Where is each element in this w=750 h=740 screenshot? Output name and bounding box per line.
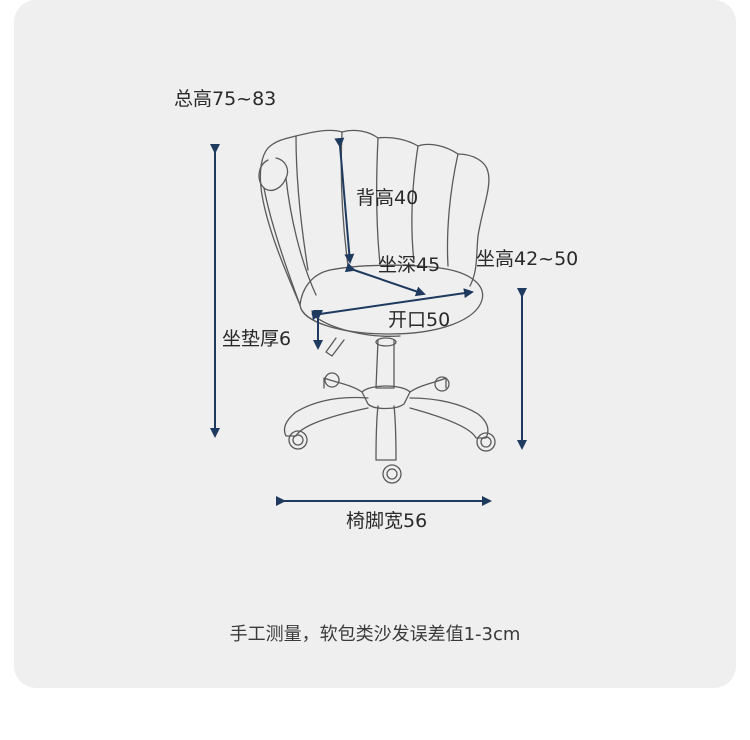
seat-depth-label: 坐深45 [378,254,441,276]
base-width-label: 椅脚宽56 [346,510,428,532]
total-height-label: 总高75~83 [174,88,277,110]
opening-label: 开口50 [388,309,451,331]
back-height-label: 背高40 [356,187,419,209]
seat-height-label: 坐高42~50 [476,248,579,270]
opening-arrow [311,288,474,321]
measurement-footnote: 手工测量，软包类沙发误差值1-3cm [229,624,521,645]
diagram-card [14,0,736,688]
back-height-arrow [334,137,355,264]
cushion-thickness-label: 坐垫厚6 [222,328,292,350]
